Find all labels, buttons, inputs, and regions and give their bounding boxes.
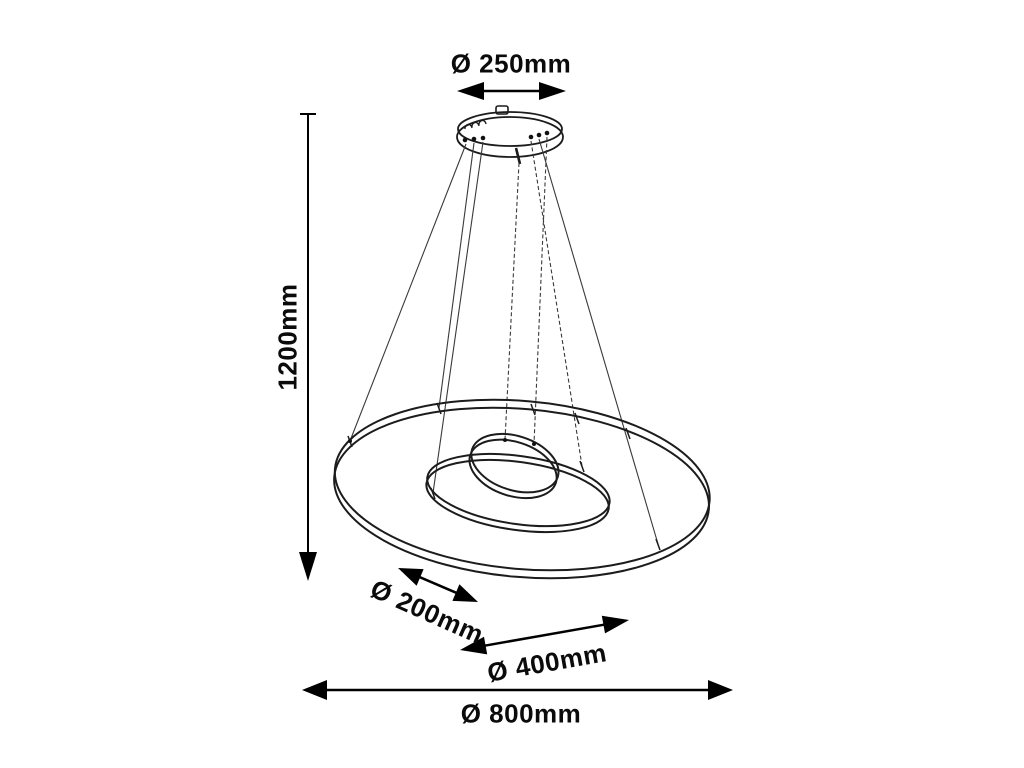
dim-height-line: [299, 113, 317, 581]
canopy-wire-anchors: [462, 130, 550, 143]
dim-canopy-diameter-arrow: [457, 82, 566, 100]
wire-inner-center: [504, 162, 520, 441]
ring-attach-dots: [348, 438, 536, 446]
ring-joint-marks: [347, 402, 661, 551]
inner-ring: [468, 432, 560, 500]
suspension-height-label: 1200mm: [272, 283, 303, 391]
wire-middle-left: [432, 141, 484, 494]
middle-ring: [425, 453, 611, 533]
dim-inner-ring-arrow: [398, 568, 478, 602]
dim-outer-ring-arrow: [302, 680, 733, 700]
canopy: [456, 105, 564, 165]
arrowhead-right: [539, 82, 566, 100]
arrowhead-downright: [452, 584, 478, 602]
arrowhead-left: [460, 636, 488, 655]
arrowhead-left: [457, 82, 484, 100]
wire-inner-right: [533, 136, 548, 445]
arrowhead-down: [299, 552, 317, 581]
canopy-mount-slot: [495, 105, 509, 115]
canopy-rim: [456, 116, 564, 158]
wire-middle-right: [530, 140, 583, 467]
arrowhead-left: [302, 680, 327, 700]
canopy-center-cable-stub: [514, 147, 522, 165]
dim-middle-ring-arrow: [460, 615, 629, 655]
wire-outer-top-left: [438, 142, 475, 409]
wire-outer-right: [538, 138, 659, 545]
canopy-diameter-label: Ø 250mm: [450, 48, 572, 79]
arrowhead-right: [708, 680, 733, 700]
outer-ring-diameter-label: Ø 800mm: [460, 698, 582, 729]
canopy-top-plate: [457, 111, 563, 147]
arrowhead-upleft: [398, 568, 424, 586]
outer-ring: [333, 398, 711, 580]
wire-outer-left: [349, 143, 467, 442]
canopy-cable-grips: [464, 119, 487, 130]
suspension-wires: [349, 136, 659, 545]
arrowhead-right: [601, 615, 629, 634]
